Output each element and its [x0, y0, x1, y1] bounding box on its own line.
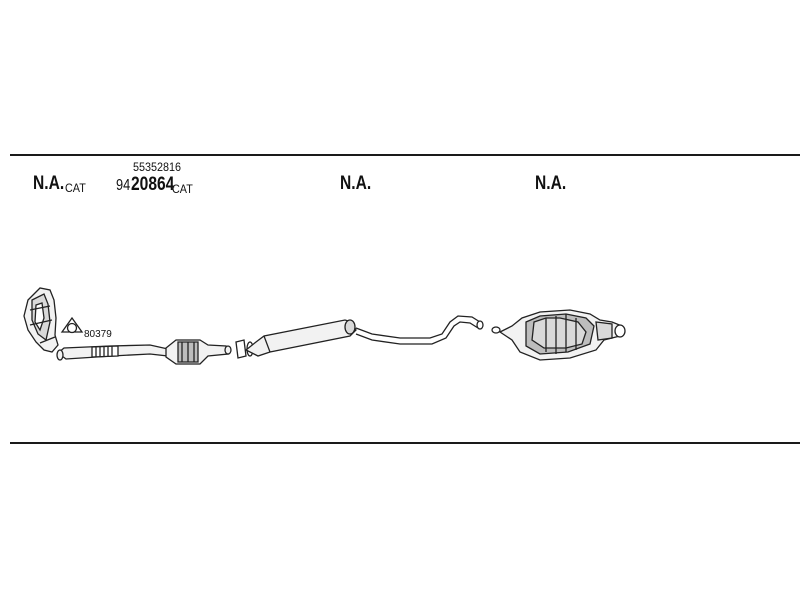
- slot2-top-number: 55352816: [133, 160, 182, 174]
- intermediate-pipe: [355, 315, 484, 345]
- slot4-code: N.A.: [535, 173, 567, 194]
- exhaust-system-diagram: 80379: [23, 287, 626, 365]
- slot2-label: 9420864CAT: [116, 174, 195, 196]
- gasket-icon: [60, 316, 84, 334]
- slot1-suffix: CAT: [65, 181, 86, 195]
- catalytic-converter: [165, 339, 232, 365]
- slot1-code: N.A.: [33, 173, 65, 194]
- middle-muffler: [244, 319, 357, 357]
- rear-muffler: [498, 309, 626, 361]
- top-divider-line: [10, 154, 800, 156]
- pipe-connector-icon: [491, 326, 501, 334]
- slot2-main-number: 20864: [130, 174, 175, 195]
- slot3-code: N.A.: [340, 173, 372, 194]
- slot1-label: N.A.CAT: [33, 173, 88, 195]
- front-pipe: [56, 344, 169, 361]
- slot2-suffix: CAT: [171, 182, 193, 196]
- exhaust-manifold: [23, 287, 59, 353]
- gasket-part-number: 80379: [84, 329, 112, 340]
- slot2-prefix: 94: [116, 177, 131, 194]
- bottom-divider-line: [10, 442, 800, 444]
